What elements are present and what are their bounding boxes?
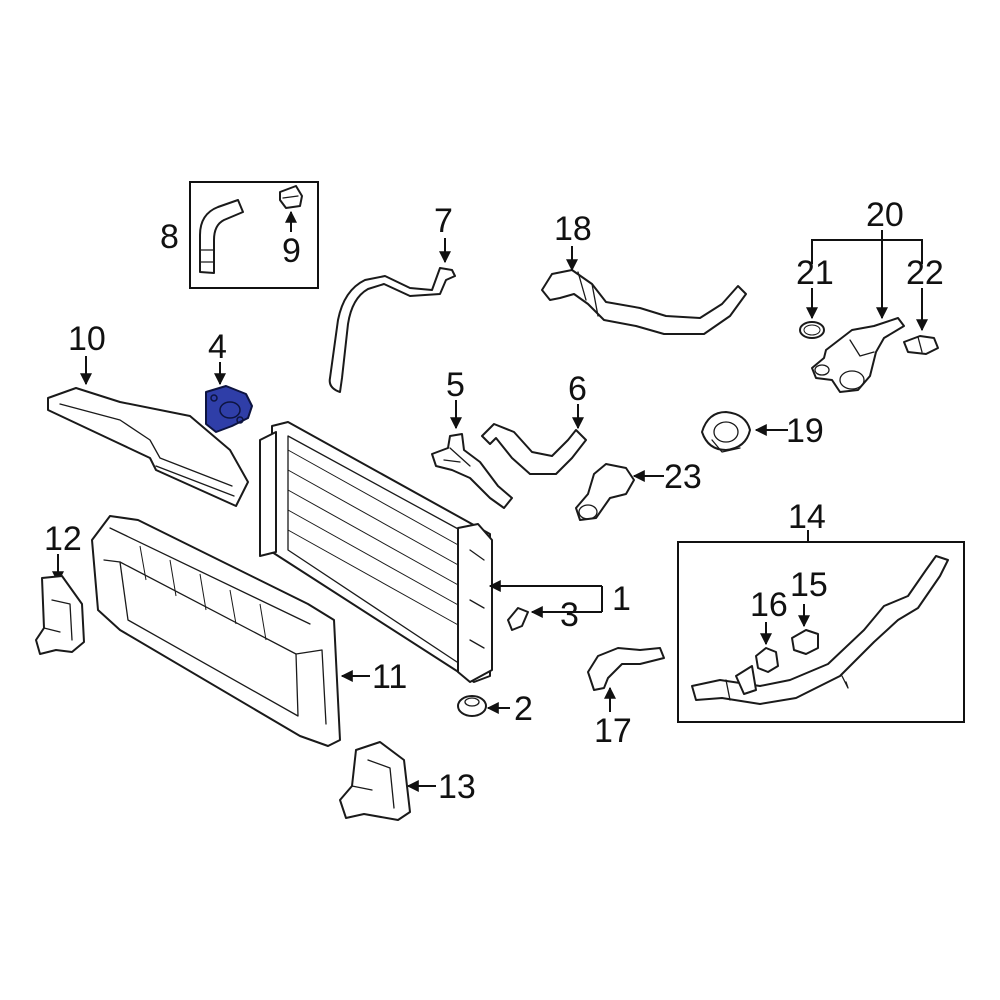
callout-6: 6 (568, 370, 587, 408)
callout-19: 19 (786, 412, 824, 450)
part-6-group[interactable] (481, 404, 587, 475)
callout-13: 13 (438, 768, 476, 806)
part-4-bracket[interactable] (205, 385, 253, 433)
part-23-outlet[interactable] (575, 463, 635, 521)
callout-4: 4 (208, 328, 227, 366)
part-3-plug[interactable] (507, 607, 529, 631)
part-14-pipe[interactable] (691, 555, 949, 705)
part-22-sensor[interactable] (903, 335, 939, 355)
part-12-group[interactable] (35, 554, 85, 655)
part-21-oring[interactable] (799, 321, 825, 339)
part-18-hose[interactable] (541, 269, 747, 335)
part-5-group[interactable] (431, 400, 513, 509)
callout-15: 15 (790, 566, 828, 604)
part-8-9-group[interactable] (189, 181, 319, 289)
callout-9: 9 (282, 232, 301, 270)
part-20-housing[interactable] (811, 317, 905, 393)
part-11-group[interactable] (91, 515, 370, 747)
part-14-box (677, 541, 965, 723)
callout-1: 1 (612, 580, 631, 618)
part-3-group[interactable] (507, 607, 529, 631)
part-8-hose[interactable] (199, 199, 244, 274)
part-5-fitting[interactable] (431, 433, 513, 509)
part-8-9-box (189, 181, 319, 289)
callout-17: 17 (594, 712, 632, 750)
part-7-hose[interactable] (328, 267, 456, 393)
part-15-cap[interactable] (791, 629, 819, 655)
part-2-group[interactable] (457, 695, 510, 717)
callout-7: 7 (434, 202, 453, 240)
callout-11: 11 (372, 658, 407, 696)
callout-3: 3 (560, 596, 579, 634)
part-13-bracket[interactable] (339, 741, 411, 821)
part-19-thermostat[interactable] (701, 411, 751, 451)
callout-22: 22 (906, 254, 944, 292)
part-16-grommet[interactable] (755, 647, 779, 673)
part-13-group[interactable] (339, 741, 436, 821)
callout-23: 23 (664, 458, 702, 496)
callout-21: 21 (796, 254, 834, 292)
callout-2: 2 (514, 690, 533, 728)
callout-14: 14 (788, 498, 826, 536)
part-6-hose[interactable] (481, 423, 587, 475)
part-17-group[interactable] (587, 647, 665, 712)
callout-12: 12 (44, 520, 82, 558)
callout-labels: 1 2 3 4 5 6 7 8 9 10 11 12 13 14 15 16 1… (44, 196, 944, 806)
part-10-group[interactable] (47, 356, 249, 507)
part-10-air-guide[interactable] (47, 387, 249, 507)
part-11-shroud[interactable] (91, 515, 341, 747)
callout-20: 20 (866, 196, 904, 234)
part-7-group[interactable] (328, 238, 456, 393)
callout-8: 8 (160, 218, 179, 256)
part-23-group[interactable] (575, 463, 664, 521)
callout-5: 5 (446, 366, 465, 404)
callout-10: 10 (68, 320, 106, 358)
callout-16: 16 (750, 586, 788, 624)
callout-18: 18 (554, 210, 592, 248)
part-1-radiator-group[interactable] (259, 421, 493, 683)
part-17-hose[interactable] (587, 647, 665, 691)
part-12-bracket[interactable] (35, 575, 85, 655)
part-14-group[interactable] (677, 530, 965, 723)
part-20-22-group[interactable] (799, 230, 939, 393)
part-19-group[interactable] (701, 411, 788, 453)
part-18-group[interactable] (541, 246, 747, 335)
part-4-group[interactable] (205, 362, 253, 433)
